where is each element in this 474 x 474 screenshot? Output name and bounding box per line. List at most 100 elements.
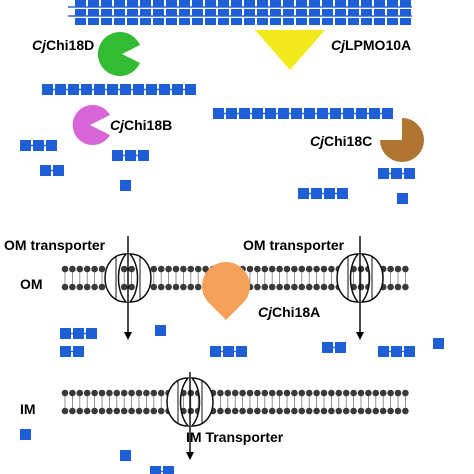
- lipid-head: [120, 389, 128, 397]
- sugar-unit: [163, 466, 174, 474]
- chitin-chain-right: [213, 108, 393, 119]
- arrow-im: [186, 372, 194, 460]
- lipid-head: [298, 265, 306, 273]
- lipid-head: [165, 265, 172, 273]
- lipid-head: [128, 389, 135, 397]
- lipid-head: [342, 389, 350, 397]
- sugar-unit: [348, 0, 359, 7]
- dimer-left: [40, 165, 64, 176]
- lpmo10a-label: CjLPMO10A: [331, 37, 412, 53]
- sugar-unit: [40, 165, 51, 176]
- lipid-head: [98, 407, 106, 415]
- trimer-center: [112, 150, 149, 161]
- sugar-unit: [296, 18, 307, 25]
- periplasm-monomer: [155, 325, 166, 336]
- lipid-head: [239, 407, 246, 415]
- sugar-unit: [348, 18, 359, 25]
- lipid-head: [357, 265, 365, 273]
- lipid-head: [128, 265, 135, 273]
- sugar-unit: [88, 0, 99, 7]
- lipid-head: [194, 265, 202, 273]
- sugar-unit: [226, 108, 237, 119]
- sugar-unit: [20, 429, 31, 440]
- sugar-unit: [374, 18, 385, 25]
- cytoplasm-monomer-left: [20, 429, 31, 440]
- sugar-unit: [335, 18, 346, 25]
- lipid-head: [357, 389, 365, 397]
- lipid-head: [291, 407, 298, 415]
- lipid-head: [180, 283, 187, 291]
- lipid-head: [313, 407, 320, 415]
- lipid-head: [387, 389, 394, 397]
- lipid-head: [61, 265, 69, 273]
- sugar-unit: [192, 18, 203, 25]
- sugar-unit: [335, 342, 346, 353]
- sugar-unit: [231, 9, 242, 16]
- lipid-head: [394, 407, 402, 415]
- sugar-unit: [404, 346, 415, 357]
- lipid-head: [276, 407, 283, 415]
- lipid-head: [328, 283, 335, 291]
- sugar-unit: [343, 108, 354, 119]
- lipid-head: [402, 389, 409, 397]
- sugar-unit: [270, 18, 281, 25]
- sugar-unit: [138, 150, 149, 161]
- om-transporter-left-label: OM transporter: [4, 237, 106, 253]
- chi18c-enzyme-icon: [380, 118, 424, 162]
- lipid-head: [328, 389, 335, 397]
- lipid-head: [394, 283, 402, 291]
- lipid-head: [291, 265, 298, 273]
- lipid-head: [224, 389, 232, 397]
- lipid-head: [291, 283, 298, 291]
- sugar-unit: [382, 108, 393, 119]
- lipid-head: [157, 389, 165, 397]
- lipid-head: [98, 265, 106, 273]
- sugar-unit: [387, 0, 398, 7]
- sugar-unit: [283, 18, 294, 25]
- lipid-head: [276, 283, 283, 291]
- sugar-unit: [159, 84, 170, 95]
- sugar-unit: [88, 18, 99, 25]
- sugar-unit: [374, 9, 385, 16]
- sugar-unit: [236, 346, 247, 357]
- sugar-unit: [257, 0, 268, 7]
- chi18a-body-icon: [202, 262, 250, 320]
- lipid-head: [402, 407, 409, 415]
- sugar-unit: [387, 9, 398, 16]
- sugar-unit: [114, 9, 125, 16]
- lipid-head: [305, 265, 313, 273]
- arrow-om-right: [356, 236, 364, 340]
- inner-membrane: [61, 389, 409, 415]
- lipid-head: [69, 407, 76, 415]
- sugar-unit: [400, 9, 411, 16]
- sugar-unit: [146, 84, 157, 95]
- lipid-head: [313, 265, 320, 273]
- lipid-head: [254, 407, 261, 415]
- sugar-unit: [265, 108, 276, 119]
- lipid-head: [254, 389, 261, 397]
- sugar-unit: [140, 18, 151, 25]
- lipid-head: [91, 389, 98, 397]
- om-transporter-right-icon: [336, 253, 384, 303]
- inner-membrane-label: IM: [20, 401, 36, 417]
- lipid-head: [69, 389, 76, 397]
- sugar-unit: [291, 108, 302, 119]
- sugar-unit: [400, 0, 411, 7]
- lipid-head: [261, 265, 269, 273]
- lipid-head: [320, 407, 328, 415]
- sugar-unit: [127, 9, 138, 16]
- lipid-head: [224, 407, 232, 415]
- lipid-head: [298, 407, 306, 415]
- lipid-head: [150, 407, 158, 415]
- tetramer-right: [298, 188, 348, 199]
- sugar-unit: [296, 9, 307, 16]
- lipid-head: [76, 407, 84, 415]
- sugar-unit: [125, 150, 136, 161]
- periplasm-monomer-right: [433, 338, 444, 349]
- sugar-unit: [205, 0, 216, 7]
- lipid-head: [379, 407, 387, 415]
- sugar-unit: [75, 0, 86, 7]
- sugar-unit: [244, 18, 255, 25]
- cytoplasm-dimer: [150, 466, 174, 474]
- sugar-unit: [322, 0, 333, 7]
